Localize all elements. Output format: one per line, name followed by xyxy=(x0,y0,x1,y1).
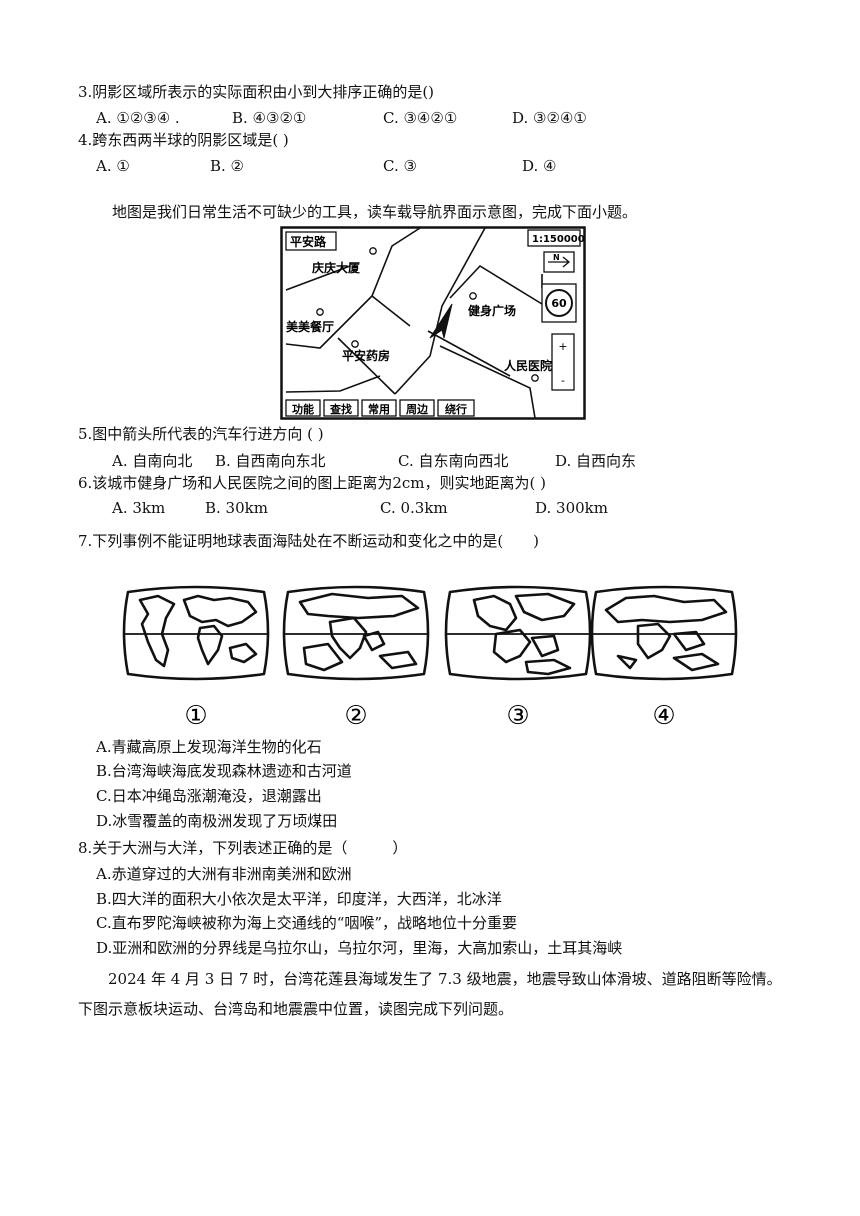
road-label: 平安路 xyxy=(290,234,327,249)
q4-option-c: C. ③ xyxy=(383,157,417,175)
q7-option-c: C.日本冲绳岛涨潮淹没，退潮露出 xyxy=(96,787,322,805)
earthquake-intro: 2024 年 4 月 3 日 7 时，台湾花莲县海域发生了 7.3 级地震，地震… xyxy=(78,970,782,1018)
poi-marker-icon xyxy=(316,308,324,316)
q5-option-b: B. 自西南向东北 xyxy=(215,452,326,470)
poi-marker-icon xyxy=(531,374,539,382)
nav-menu-bar: 功能 查找 常用 周边 绕行 xyxy=(285,399,475,417)
q6-option-c: C. 0.3km xyxy=(380,499,448,517)
scale-box xyxy=(527,229,581,247)
menu-label-function: 功能 xyxy=(292,402,314,416)
question-6-stem: 6.该城市健身广场和人民医院之间的图上距离为2cm，则实地距离为( ) xyxy=(78,474,546,492)
q4-option-d: D. ④ xyxy=(522,157,557,175)
navigation-map-figure: 平安路 1:150000 N 60 + - 庆庆大厦 健身广场 美美餐厅 平安药… xyxy=(280,226,586,420)
place-meimei-restaurant: 美美餐厅 xyxy=(286,319,334,334)
drift-map-2 xyxy=(282,585,430,681)
speed-limit-sign-icon xyxy=(545,289,573,317)
poi-marker-icon xyxy=(351,340,359,348)
road-label-box xyxy=(285,231,337,251)
question-8-stem: 8.关于大洲与大洋，下列表述正确的是（ ） xyxy=(78,839,408,857)
menu-label-common: 常用 xyxy=(368,402,390,416)
place-pingan-pharmacy: 平安药房 xyxy=(342,348,390,363)
drift-map-4 xyxy=(590,585,738,681)
q6-option-b: B. 30km xyxy=(205,499,268,517)
q7-option-a: A.青藏高原上发现海洋生物的化石 xyxy=(96,738,322,756)
place-fitness-square: 健身广场 xyxy=(468,303,516,318)
place-qingqing-tower: 庆庆大厦 xyxy=(311,260,361,275)
menu-button-detour[interactable] xyxy=(437,399,475,417)
q3-option-d: D. ③②④① xyxy=(512,109,587,127)
menu-button-common[interactable] xyxy=(361,399,397,417)
poi-marker-icon xyxy=(469,292,477,300)
question-5-stem: 5.图中箭头所代表的汽车行进方向 ( ) xyxy=(78,425,324,443)
menu-label-detour: 绕行 xyxy=(445,402,467,416)
menu-button-function[interactable] xyxy=(285,399,321,417)
q8-option-b: B.四大洋的面积大小依次是太平洋，印度洋，大西洋，北冰洋 xyxy=(96,890,502,908)
question-3-stem: 3.阴影区域所表示的实际面积由小到大排序正确的是() xyxy=(78,83,435,101)
q8-option-a: A.赤道穿过的大洲有非洲南美洲和欧洲 xyxy=(96,865,352,883)
q3-option-c: C. ③④②① xyxy=(383,109,458,127)
map-intro: 地图是我们日常生活不可缺少的工具，读车载导航界面示意图，完成下面小题。 xyxy=(112,203,638,221)
drift-map-3 xyxy=(444,585,592,681)
zoom-in-icon[interactable]: + xyxy=(558,340,567,353)
q5-option-c: C. 自东南向西北 xyxy=(398,452,509,470)
zoom-control[interactable] xyxy=(551,333,575,391)
q8-option-c: C.直布罗陀海峡被称为海上交通线的“咽喉”，战略地位十分重要 xyxy=(96,914,518,932)
question-7-stem: 7.下列事例不能证明地球表面海陆处在不断运动和变化之中的是( ) xyxy=(78,532,540,550)
q3-option-b: B. ④③②① xyxy=(232,109,307,127)
drift-map-1 xyxy=(122,585,270,681)
drift-label-4: ④ xyxy=(652,701,675,730)
q7-option-b: B.台湾海峡海底发现森林遗迹和古河道 xyxy=(96,762,352,780)
poi-marker-icon xyxy=(369,247,377,255)
drift-label-2: ② xyxy=(344,701,367,730)
q8-option-d: D.亚洲和欧洲的分界线是乌拉尔山，乌拉尔河，里海，大高加索山，土耳其海峡 xyxy=(96,939,623,957)
drift-label-1: ① xyxy=(184,701,207,730)
q6-option-a: A. 3km xyxy=(112,499,166,517)
question-4-stem: 4.跨东西两半球的阴影区域是( ) xyxy=(78,131,289,149)
map-scale: 1:150000 xyxy=(532,234,585,245)
north-label: N xyxy=(553,253,560,262)
speed-limit-value: 60 xyxy=(551,297,567,310)
north-arrow-icon xyxy=(548,256,571,268)
q4-option-a: A. ① xyxy=(96,157,130,175)
menu-button-search[interactable] xyxy=(323,399,359,417)
q3-option-a: A. ①②③④ . xyxy=(96,109,180,127)
q6-option-d: D. 300km xyxy=(535,499,608,517)
continental-drift-figure: ① ② ③ ④ xyxy=(122,585,738,730)
menu-label-nearby: 周边 xyxy=(406,402,429,416)
q5-option-d: D. 自西向东 xyxy=(555,452,637,470)
zoom-out-icon[interactable]: - xyxy=(561,374,565,387)
menu-button-nearby[interactable] xyxy=(399,399,435,417)
q4-option-b: B. ② xyxy=(210,157,245,175)
vehicle-direction-arrow-icon xyxy=(429,303,453,339)
place-peoples-hospital: 人民医院 xyxy=(504,358,552,373)
menu-label-search: 查找 xyxy=(330,402,352,416)
drift-label-3: ③ xyxy=(506,701,529,730)
q7-option-d: D.冰雪覆盖的南极洲发现了万顷煤田 xyxy=(96,812,338,830)
q5-option-a: A. 自南向北 xyxy=(112,452,193,470)
